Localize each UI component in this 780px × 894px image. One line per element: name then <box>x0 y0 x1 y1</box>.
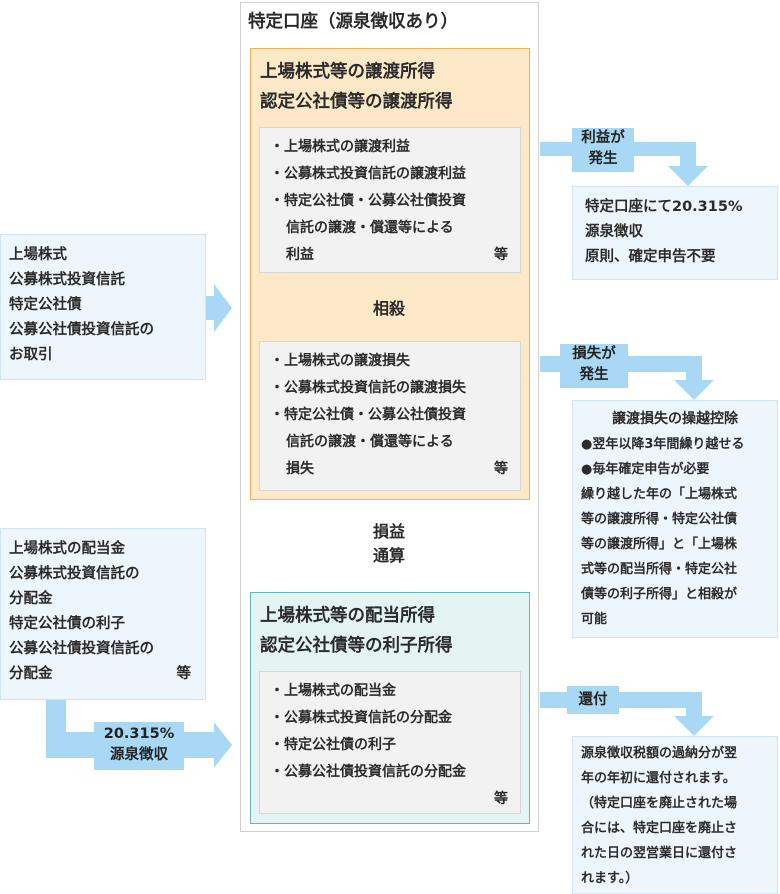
panel-title: 特定口座（源泉徴収あり） <box>248 12 458 32</box>
etc-label: 等 <box>494 791 508 807</box>
profit-occurred-label: 利益が 発生 <box>572 128 634 172</box>
profit-result-box: 特定口座にて20.315% 源泉徴収 原則、確定申告不要 <box>572 186 778 280</box>
transactions-box: 上場株式 公募株式投資信託 特定公社債 公募公社債投資信託の お取引 <box>0 234 206 380</box>
transfer-loss-box: ・上場株式の譲渡損失 ・公募株式投資信託の譲渡損失 ・特定公社債・公募公社債投資… <box>259 341 521 491</box>
left-transactions-arrow <box>206 284 232 332</box>
dividend-items-box: ・上場株式の配当金 ・公募株式投資信託の分配金 ・特定公社債の利子 ・公募公社債… <box>259 671 521 814</box>
etc-label: 等 <box>176 666 192 682</box>
dividends-box: 上場株式の配当金 公募株式投資信託の 分配金 特定公社債の利子 公募公社債投資信… <box>0 528 206 700</box>
profit-loss-label: 損益 通算 <box>372 522 405 565</box>
etc-label: 等 <box>494 461 508 477</box>
etc-label: 等 <box>494 247 508 263</box>
withholding-label: 20.315% 源泉徴収 <box>94 722 184 770</box>
loss-occurred-label: 損失が 発生 <box>560 344 628 388</box>
refund-result-box: 源泉徴収税額の過納分が翌 年の年初に還付されます。 （特定口座を廃止された場 合… <box>572 736 778 894</box>
refund-label: 還付 <box>567 686 619 714</box>
dividend-income-heading: 上場株式等の配当所得 認定公社債等の利子所得 <box>260 606 453 656</box>
transfer-profit-box: ・上場株式の譲渡利益 ・公募株式投資信託の譲渡利益 ・特定公社債・公募公社債投資… <box>259 127 521 273</box>
transfer-income-heading: 上場株式等の譲渡所得 認定公社債等の譲渡所得 <box>260 62 453 112</box>
carryforward-title: 譲渡損失の操越控除 <box>612 411 738 427</box>
offset-label: 相殺 <box>372 299 405 318</box>
loss-carryforward-box: 譲渡損失の操越控除 ●翌年以降3年間繰り越せる ●毎年確定申告が必要 繰り越した… <box>572 400 778 638</box>
